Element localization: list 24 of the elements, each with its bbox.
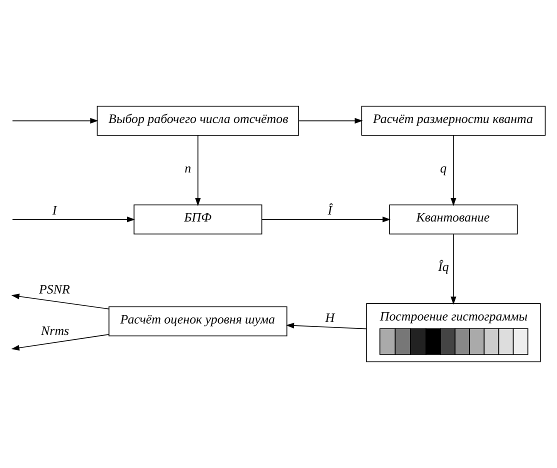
- edge-label: Î: [328, 202, 332, 218]
- arrow: [450, 135, 456, 206]
- arrow: [261, 216, 391, 222]
- arrow: [12, 216, 136, 222]
- edge-label: Nrms: [41, 322, 70, 338]
- arrow: [12, 118, 98, 124]
- arrow: [195, 135, 201, 206]
- edge-label: I: [52, 202, 57, 218]
- node-box: Выбор рабочего числа отсчётов: [96, 106, 299, 136]
- edge-label: q: [440, 160, 447, 176]
- arrow: [286, 322, 367, 330]
- node-box: Расчёт оценок уровня шума: [108, 306, 288, 336]
- node-box: Расчёт размерности кванта: [361, 106, 546, 136]
- node-box: Квантование: [389, 204, 518, 234]
- arrow: [11, 294, 110, 310]
- node-box: Построение гистограммы: [366, 303, 541, 362]
- arrow: [298, 118, 363, 124]
- edge-label: n: [184, 160, 192, 176]
- edge-label: Îq: [438, 259, 449, 274]
- arrow: [450, 234, 456, 305]
- edge-label: PSNR: [39, 282, 70, 297]
- arrow: [11, 334, 110, 351]
- node-box: БПФ: [134, 204, 262, 234]
- edge-label: H: [325, 310, 335, 325]
